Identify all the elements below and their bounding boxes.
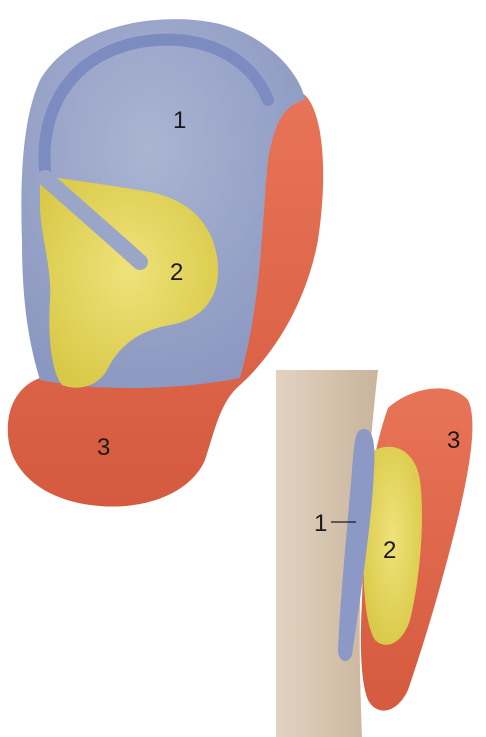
front-label-2: 2: [170, 259, 183, 286]
front-label-1: 1: [173, 107, 186, 134]
front-label-3: 3: [97, 434, 110, 461]
side-label-3: 3: [447, 427, 460, 454]
side-label-1: 1: [314, 510, 327, 537]
front-ear-view: 1 2 3: [8, 19, 323, 506]
side-label-2: 2: [383, 537, 396, 564]
side-ear-view: 1 2 3: [276, 370, 472, 737]
